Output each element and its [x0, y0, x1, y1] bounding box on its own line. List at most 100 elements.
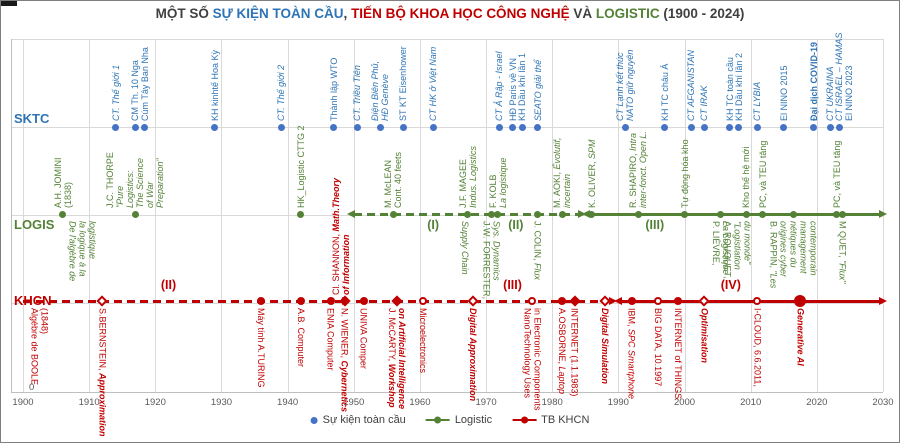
- event-dot-sktc: [621, 123, 629, 131]
- event-dot-logis: [790, 210, 798, 218]
- y-axis-zero-label: 0: [29, 382, 35, 393]
- event-label-line: management: [798, 221, 809, 274]
- event-dot-logis: [839, 210, 847, 218]
- x-axis-tick-label: 2030: [872, 397, 894, 408]
- event-dot-sktc: [330, 123, 338, 131]
- event-label-line: J. McCARTY, Workshop: [386, 308, 397, 408]
- event-dot-logis: [389, 210, 397, 218]
- event-label-line: Indus. Logistics: [467, 145, 478, 208]
- event-dot-sktc: [810, 123, 818, 131]
- event-label-line: HK_Logistic CTTG 2: [295, 125, 306, 208]
- title-part: ,: [343, 6, 352, 21]
- event-label-logis: Tự động hóa kho: [680, 139, 690, 208]
- event-dot-khcn: [359, 297, 368, 305]
- event-label-logis: Supply Chain: [460, 221, 470, 275]
- event-label-sktc: CM Th. 10 Nga: [130, 60, 140, 121]
- event-label-line: The Science: [135, 157, 146, 208]
- grid-line-horizontal: [11, 303, 883, 304]
- event-label-logis: PC, và TEU tăng: [758, 141, 768, 208]
- title-part: LOGISTIC: [595, 6, 660, 21]
- event-label-line: El NINO 2023: [844, 65, 855, 121]
- event-label-line: KH Dầu khí lần 1: [517, 52, 528, 121]
- event-label-khcn: Generative AI: [795, 308, 805, 366]
- legend-line-dot-icon: [512, 416, 537, 424]
- event-label-line: CM Th. 10 Nga: [130, 60, 141, 121]
- event-label-logis: M. AOKI, Évolutif,incertain: [552, 137, 572, 208]
- x-axis-tick-label: 1980: [541, 397, 563, 408]
- series-line-logis: [589, 212, 880, 216]
- event-dot-logis: [681, 210, 689, 218]
- line-arrowhead: [346, 209, 355, 218]
- event-dot-sktc: [661, 123, 669, 131]
- event-label-khcn: IBM, SPC Smartphone: [627, 308, 637, 399]
- x-axis-tick-label: 1940: [277, 397, 299, 408]
- event-label-sktc: CT ISRAEL – HAMAS: [834, 33, 844, 121]
- phase-label-logis: (III): [645, 218, 665, 232]
- event-label-line: PC, và TEU tăng: [757, 140, 768, 208]
- event-dot-khcn: [558, 297, 567, 305]
- x-axis-tick-label: 1960: [409, 397, 431, 408]
- event-label-line: Supply Chain: [459, 221, 470, 275]
- event-label-line: NATO giữ nguyên: [625, 49, 635, 121]
- event-dot-logis: [494, 210, 502, 218]
- event-label-line: K. OLIVER, SPM: [586, 139, 597, 208]
- event-label-sktc: CT. Triều Tiên: [352, 65, 362, 121]
- title-part: VÀ: [569, 6, 596, 21]
- event-label-logis: HK_Logistic CTTG 2: [296, 125, 306, 208]
- event-label-logis: J.W. FORRESTER,Sys. Dynamics: [481, 221, 501, 299]
- event-dot-khcn: [698, 295, 711, 307]
- event-label-line: logistique: [87, 221, 98, 260]
- event-label-sktc: Thành lập WTO: [329, 58, 339, 121]
- legend-label: Logistic: [454, 414, 493, 426]
- event-label-khcn: Algèbre de BOOLE(1848): [30, 308, 50, 385]
- grid-line-horizontal: [11, 215, 883, 216]
- event-dot-logis: [717, 210, 725, 218]
- legend-dot-icon: [520, 416, 528, 424]
- legend-dot-icon: [434, 416, 442, 424]
- line-arrowhead: [609, 296, 618, 305]
- event-label-logis: J. COLIN, Flux: [533, 221, 543, 280]
- line-arrowhead: [878, 296, 887, 305]
- series-line-khcn: [356, 299, 611, 303]
- event-label-line: M. McLEAN: [383, 159, 394, 208]
- event-label-line: De l'algèbre de: [67, 221, 78, 282]
- event-label-logis: M QUET, "Flux": [838, 221, 848, 283]
- event-label-line: Thành lập WTO: [328, 57, 339, 121]
- title-part: MỘT SỐ: [155, 6, 213, 21]
- event-dot-sktc: [211, 123, 219, 131]
- event-label-sktc: El NINO 2023: [844, 65, 854, 121]
- x-axis-tick-label: 2020: [806, 397, 828, 408]
- event-label-line: M QUET, "Flux": [837, 221, 848, 284]
- event-label-line: on Artificial Intelligence: [396, 308, 407, 410]
- event-label-line: of Information: [340, 234, 351, 296]
- event-label-line: ST KT Eisenhower: [398, 46, 409, 121]
- event-label-sktc: KH TC châu Á: [660, 64, 670, 121]
- event-dot-logis: [534, 210, 542, 218]
- event-label-khcn: Máy tính A.TURING: [256, 308, 266, 388]
- event-dot-sktc: [399, 123, 407, 131]
- x-axis-tick-label: 1900: [12, 397, 34, 408]
- event-dot-khcn: [391, 295, 403, 307]
- event-label-line: "Pure: [115, 185, 126, 208]
- event-label-sktc: KH Dầu khí lần 1: [517, 53, 527, 121]
- event-label-line: KH Dầu khí lần 2: [733, 52, 744, 121]
- event-label-line: CT ISRAEL – HAMAS: [834, 32, 845, 121]
- event-dot-sktc: [277, 123, 285, 131]
- event-label-line: NanoTechnology Uses: [522, 308, 533, 399]
- event-label-logis: K. OLIVER, SPM: [587, 139, 597, 208]
- event-dot-sktc: [518, 123, 526, 131]
- event-label-sktc: CT LYBIA: [752, 82, 762, 121]
- x-axis-tick-label: 1920: [144, 397, 166, 408]
- event-label-line: CT Ả Rập - Israel: [494, 51, 505, 121]
- legend-dot-icon: [310, 416, 318, 424]
- event-label-line: Tự động hóa kho: [679, 139, 690, 208]
- event-label-line: J.C. THORPE: [105, 152, 116, 208]
- event-dot-khcn: [326, 297, 335, 305]
- event-label-line: A.B. Computer: [295, 308, 306, 368]
